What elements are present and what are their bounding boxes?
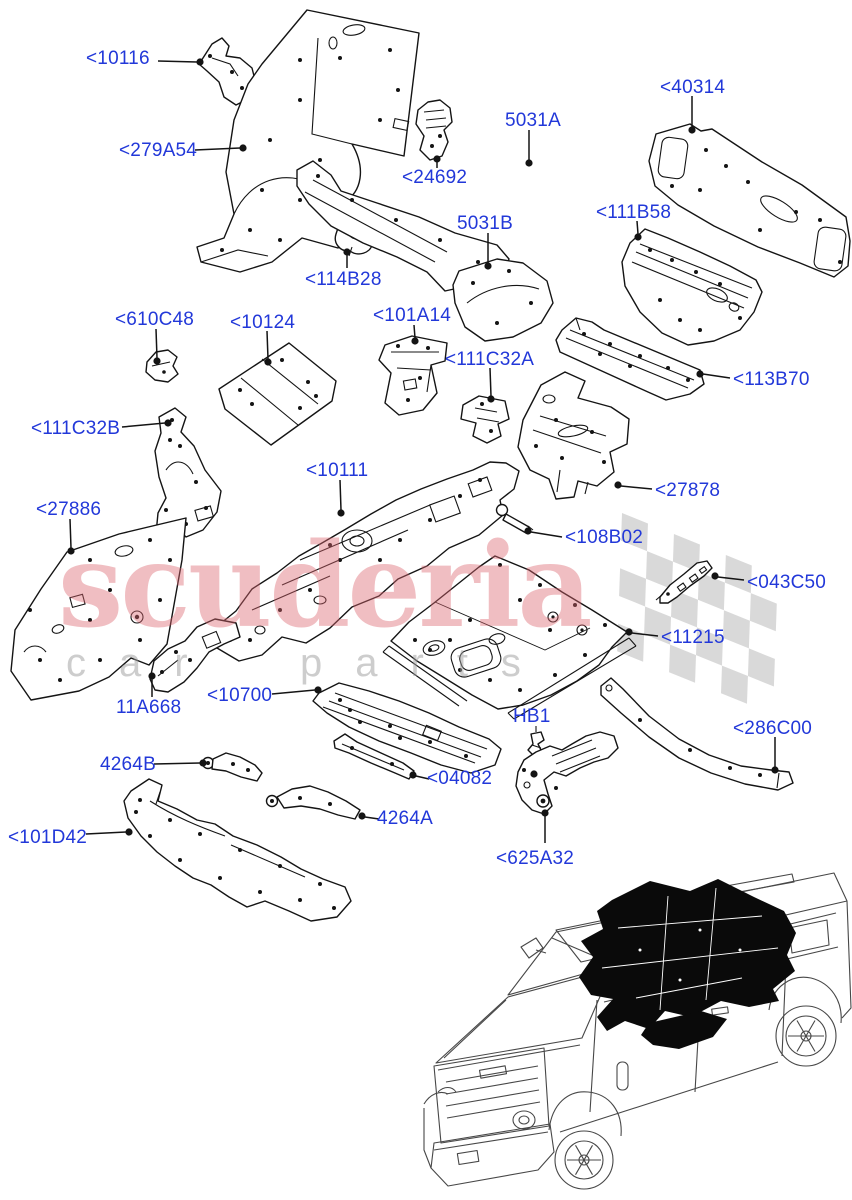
part-drawing-27886 xyxy=(10,517,187,701)
checkered-flag-graphic xyxy=(617,513,777,704)
part-label-10700[interactable]: <10700 xyxy=(207,685,272,706)
watermark-subtitle-right: parts xyxy=(300,641,554,685)
labels-layer: <10116 <279A54 <24692 <114B28 5031A <403… xyxy=(8,48,826,869)
highlighted-floor-assembly xyxy=(579,879,796,1049)
part-drawing-113B70 xyxy=(555,317,705,401)
hotspot-101D42[interactable] xyxy=(125,828,133,836)
hotspot-113B70[interactable] xyxy=(696,370,704,378)
hotspot-11A668[interactable] xyxy=(148,672,156,680)
part-drawing-111B58 xyxy=(621,228,763,346)
part-label-4264A[interactable]: 4264A xyxy=(377,808,433,829)
part-label-10116[interactable]: <10116 xyxy=(86,48,150,69)
part-drawing-11A668 xyxy=(149,618,241,693)
part-drawing-610C48 xyxy=(145,349,179,383)
hotspot-043C50[interactable] xyxy=(711,572,719,580)
hotspot-10116[interactable] xyxy=(196,58,204,66)
part-label-5031A[interactable]: 5031A xyxy=(505,110,561,131)
part-label-04082[interactable]: <04082 xyxy=(427,768,492,789)
leader-lines xyxy=(67,58,779,843)
hotspot-625A32[interactable] xyxy=(541,809,549,817)
part-label-279A54[interactable]: <279A54 xyxy=(119,140,197,161)
part-label-114B28[interactable]: <114B28 xyxy=(305,269,382,290)
hotspot-04082[interactable] xyxy=(409,771,417,779)
part-label-10124[interactable]: <10124 xyxy=(230,312,295,333)
part-drawing-625A32 xyxy=(515,731,619,815)
hotspot-HB1[interactable] xyxy=(530,770,538,778)
part-drawing-4264B xyxy=(201,752,263,782)
part-label-11A668[interactable]: 11A668 xyxy=(116,697,181,718)
part-drawing-043C50 xyxy=(655,560,713,604)
part-drawing-4264A xyxy=(265,785,361,820)
part-label-40314[interactable]: <40314 xyxy=(660,77,725,98)
part-label-610C48[interactable]: <610C48 xyxy=(115,309,194,330)
hotspot-27886[interactable] xyxy=(67,547,75,555)
hotspot-5031B[interactable] xyxy=(484,262,492,270)
part-label-111C32B[interactable]: <111C32B xyxy=(31,418,120,439)
hotspot-111B58[interactable] xyxy=(634,233,642,241)
part-label-101D42[interactable]: <101D42 xyxy=(8,827,87,848)
part-drawing-24692 xyxy=(415,99,453,161)
hotspot-4264B[interactable] xyxy=(199,759,207,767)
watermark-subtitle-left: car xyxy=(66,641,221,685)
hotspot-286C00[interactable] xyxy=(771,766,779,774)
hotspot-114B28[interactable] xyxy=(343,248,351,256)
part-label-10111[interactable]: <10111 xyxy=(306,460,368,481)
part-drawing-11215 xyxy=(382,555,637,720)
part-label-113B70[interactable]: <113B70 xyxy=(733,369,810,390)
hotspot-101A14[interactable] xyxy=(411,337,419,345)
hotspot-279A54[interactable] xyxy=(239,144,247,152)
part-label-HB1[interactable]: HB1 xyxy=(513,706,551,727)
hotspot-111C32A[interactable] xyxy=(487,395,495,403)
part-label-27886[interactable]: <27886 xyxy=(36,499,101,520)
part-drawing-111C32A xyxy=(460,395,510,444)
part-label-24692[interactable]: <24692 xyxy=(402,167,467,188)
part-drawing-111C32B xyxy=(154,407,222,541)
part-drawing-5031B xyxy=(452,258,554,342)
hotspot-108B02[interactable] xyxy=(524,527,532,535)
watermark: scuderia car parts xyxy=(58,518,593,685)
hotspot-610C48[interactable] xyxy=(153,357,161,365)
hotspot-11215[interactable] xyxy=(625,628,633,636)
watermark-title: scuderia xyxy=(58,518,590,654)
hotspot-40314[interactable] xyxy=(688,126,696,134)
part-label-108B02[interactable]: <108B02 xyxy=(565,527,643,548)
hotspot-111C32B[interactable] xyxy=(164,419,172,427)
part-drawing-40314 xyxy=(648,123,851,278)
part-label-111C32A[interactable]: <111C32A xyxy=(445,349,534,370)
part-label-111B58[interactable]: <111B58 xyxy=(596,202,671,223)
part-drawing-10700 xyxy=(312,682,502,774)
hotspot-4264A[interactable] xyxy=(358,812,366,820)
part-label-101A14[interactable]: <101A14 xyxy=(373,305,451,326)
hotspot-27878[interactable] xyxy=(614,481,622,489)
hotspot-10111[interactable] xyxy=(337,509,345,517)
part-drawing-27878 xyxy=(517,371,630,500)
part-drawing-286C00 xyxy=(600,677,794,791)
hotspot-24692[interactable] xyxy=(433,155,441,163)
part-drawing-10124 xyxy=(218,342,337,446)
part-label-286C00[interactable]: <286C00 xyxy=(733,718,812,739)
hotspot-5031A[interactable] xyxy=(525,159,533,167)
hotspot-10124[interactable] xyxy=(264,358,272,366)
part-label-043C50[interactable]: <043C50 xyxy=(747,572,826,593)
part-label-625A32[interactable]: <625A32 xyxy=(496,848,574,869)
vehicle-thumbnail xyxy=(423,872,852,1190)
part-drawing-101A14 xyxy=(378,335,448,416)
part-label-11215[interactable]: <11215 xyxy=(661,627,725,648)
part-label-27878[interactable]: <27878 xyxy=(655,480,720,501)
part-drawing-101D42 xyxy=(123,778,352,922)
part-label-4264B[interactable]: 4264B xyxy=(100,754,156,775)
hotspot-10700[interactable] xyxy=(314,686,322,694)
part-label-5031B[interactable]: 5031B xyxy=(457,213,513,234)
part-drawing-108B02 xyxy=(495,503,534,534)
